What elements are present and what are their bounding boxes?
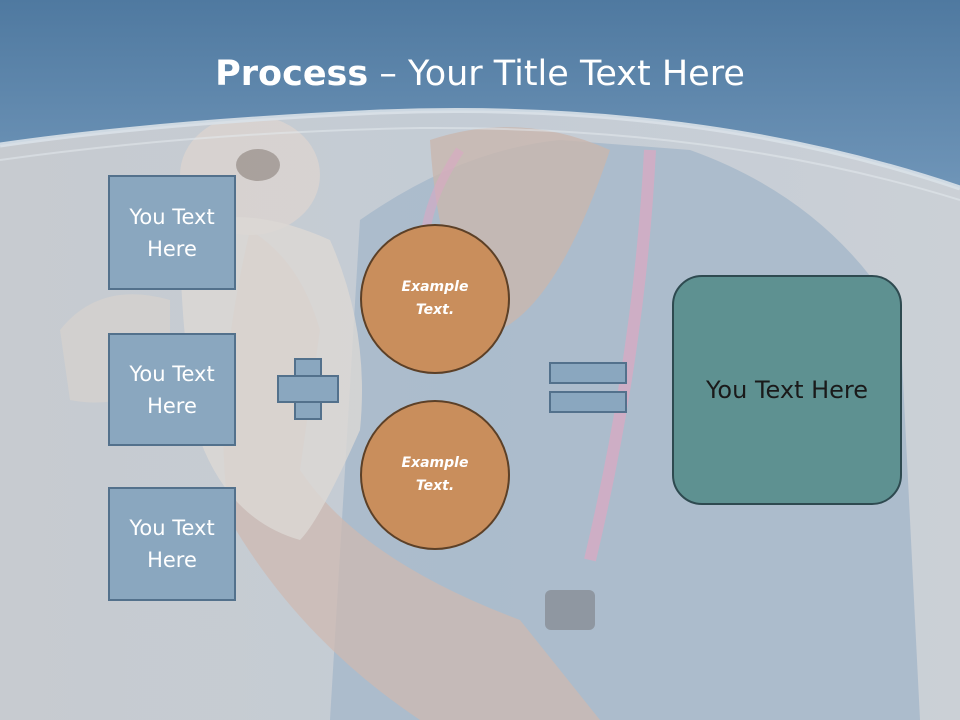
plus-icon-center [296, 377, 320, 401]
text-box-1[interactable]: You Text Here [108, 175, 236, 290]
text-box-2[interactable]: You Text Here [108, 333, 236, 446]
example-circle-2[interactable]: Example Text. [360, 400, 510, 550]
result-box[interactable]: You Text Here [672, 275, 902, 505]
title-bold: Process [215, 54, 369, 94]
text-box-3[interactable]: You Text Here [108, 487, 236, 601]
equals-icon-bottom-bar [549, 391, 627, 413]
slide-title: Process – Your Title Text Here [0, 52, 960, 96]
example-circle-1[interactable]: Example Text. [360, 224, 510, 374]
title-rest: – Your Title Text Here [368, 54, 745, 94]
equals-icon-top-bar [549, 362, 627, 384]
